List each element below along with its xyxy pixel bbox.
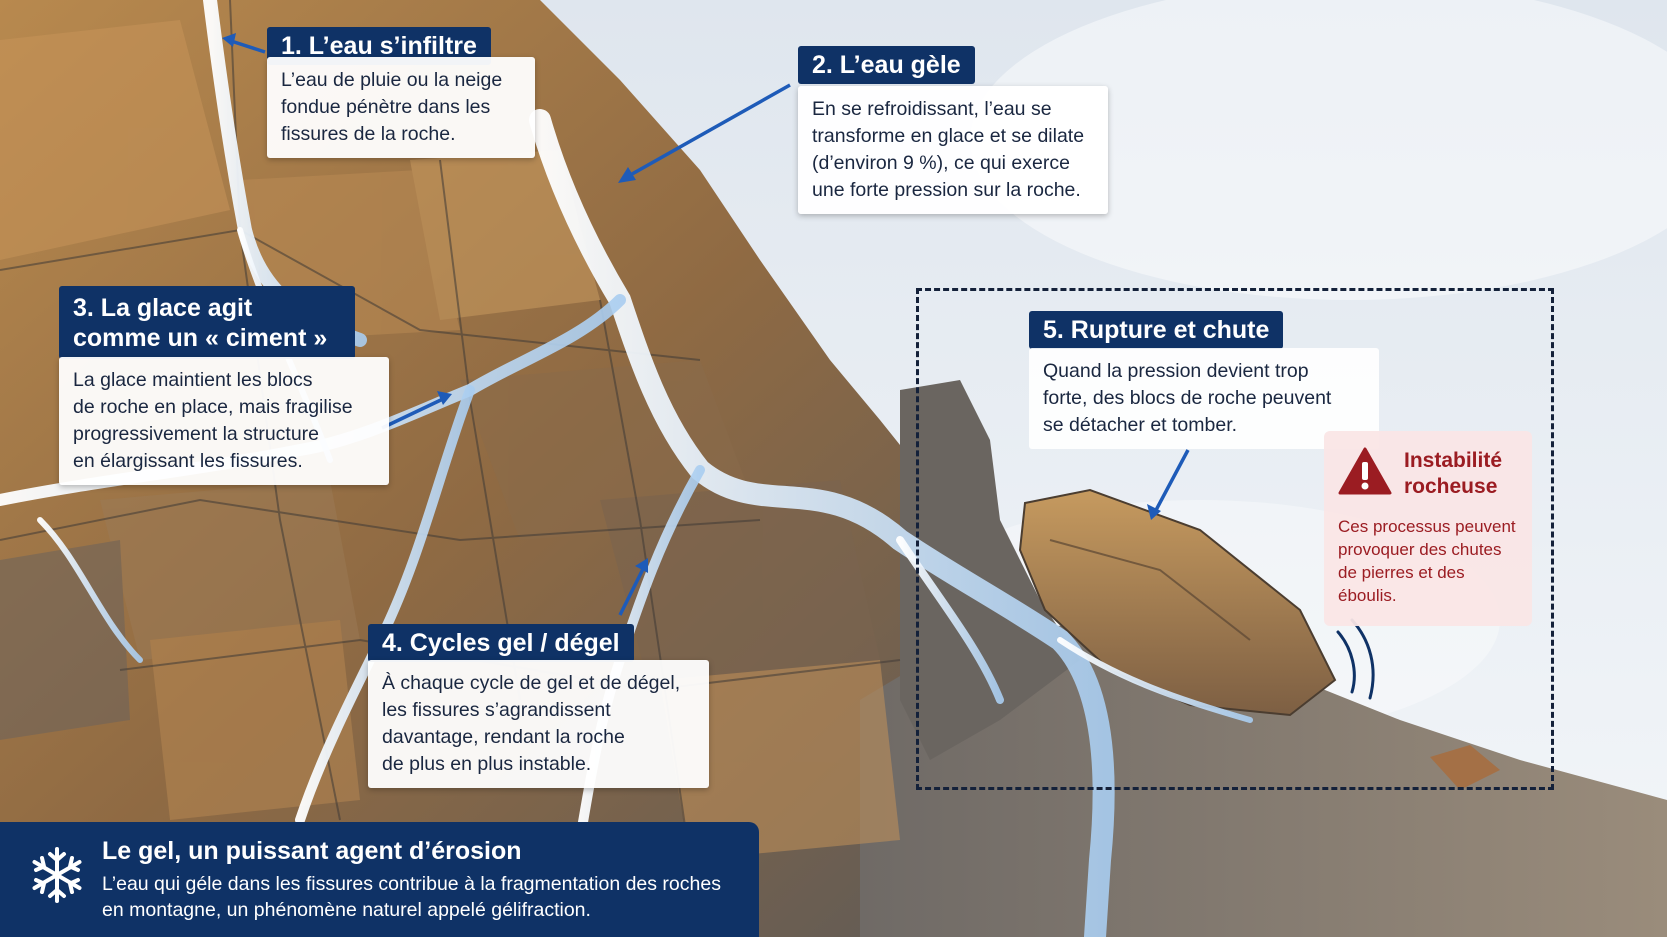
footer-bar: Le gel, un puissant agent d’érosion L’ea… (0, 822, 759, 937)
footer-text: L’eau qui géle dans les fissures contrib… (102, 871, 721, 923)
step-4-line: davantage, rendant la roche (382, 726, 625, 748)
step-3-title: 3. La glace agit comme un « ciment » (59, 286, 355, 359)
rock-slope-right (860, 620, 1667, 937)
warning-line: Ces processus peuvent (1338, 517, 1516, 536)
focus-frame (916, 288, 1554, 790)
warning-title-line: rocheuse (1404, 475, 1498, 498)
step-1-line: L’eau de pluie ou la neige (281, 69, 503, 91)
step-5-line: Quand la pression devient trop (1043, 360, 1309, 382)
step-2-line: transforme en glace et se dilate (812, 125, 1085, 147)
falling-rock-block (1018, 488, 1337, 717)
step-2-line: une forte pression sur la roche. (812, 179, 1081, 201)
footer-line: L’eau qui géle dans les fissures contrib… (102, 873, 721, 895)
warning-line: de pierres et des (1338, 563, 1465, 582)
warning-box: Instabilité rocheuse Ces processus peuve… (1324, 431, 1532, 626)
step-3-line: progressivement la structure (73, 423, 320, 445)
step-3-line: La glace maintient les blocs (73, 369, 313, 391)
step-4-line: À chaque cycle de gel et de dégel, (382, 672, 681, 694)
warning-line: provoquer des chutes (1338, 540, 1502, 559)
step-3-title-line: 3. La glace agit (73, 294, 253, 322)
step-1-line: fondue pénètre dans les (281, 96, 491, 118)
step-3-line: en élargissant les fissures. (73, 450, 303, 472)
step-5-description: Quand la pression devient trop forte, de… (1029, 348, 1379, 449)
pointer-arrows (222, 33, 1190, 616)
step-4-title: 4. Cycles gel / dégel (368, 624, 634, 662)
warning-text: Ces processus peuvent provoquer des chut… (1338, 515, 1516, 607)
step-5-title: 5. Rupture et chute (1029, 311, 1284, 349)
step-4-line: les fissures s’agrandissent (382, 699, 611, 721)
footer-title: Le gel, un puissant agent d’érosion (102, 837, 522, 865)
step-4-description: À chaque cycle de gel et de dégel, les f… (368, 660, 709, 788)
step-3-title-line: comme un « ciment » (73, 324, 328, 352)
motion-lines (1336, 618, 1375, 700)
footer-line: en montagne, un phénomène naturel appelé… (102, 899, 591, 921)
step-2-title: 2. L’eau gèle (798, 46, 975, 84)
step-4-line: de plus en plus instable. (382, 753, 592, 775)
step-3-description: La glace maintient les blocs de roche en… (59, 357, 389, 485)
warning-title-line: Instabilité (1404, 449, 1503, 472)
step-2-line: En se refroidissant, l’eau se (812, 98, 1052, 120)
step-3-line: de roche en place, mais fragilise (73, 396, 353, 418)
warning-triangle-icon (1338, 447, 1392, 495)
step-2-description: En se refroidissant, l’eau se transforme… (798, 86, 1108, 214)
step-5-line: forte, des blocs de roche peuvent (1043, 387, 1332, 409)
step-1-description: L’eau de pluie ou la neige fondue pénètr… (267, 57, 535, 158)
warning-title: Instabilité rocheuse (1404, 448, 1502, 500)
snowflake-icon (32, 847, 82, 903)
step-1-line: fissures de la roche. (281, 123, 456, 145)
warning-line: éboulis. (1338, 586, 1397, 605)
step-2-line: (d’environ 9 %), ce qui exerce (812, 152, 1070, 174)
step-5-line: se détacher et tomber. (1043, 414, 1238, 436)
